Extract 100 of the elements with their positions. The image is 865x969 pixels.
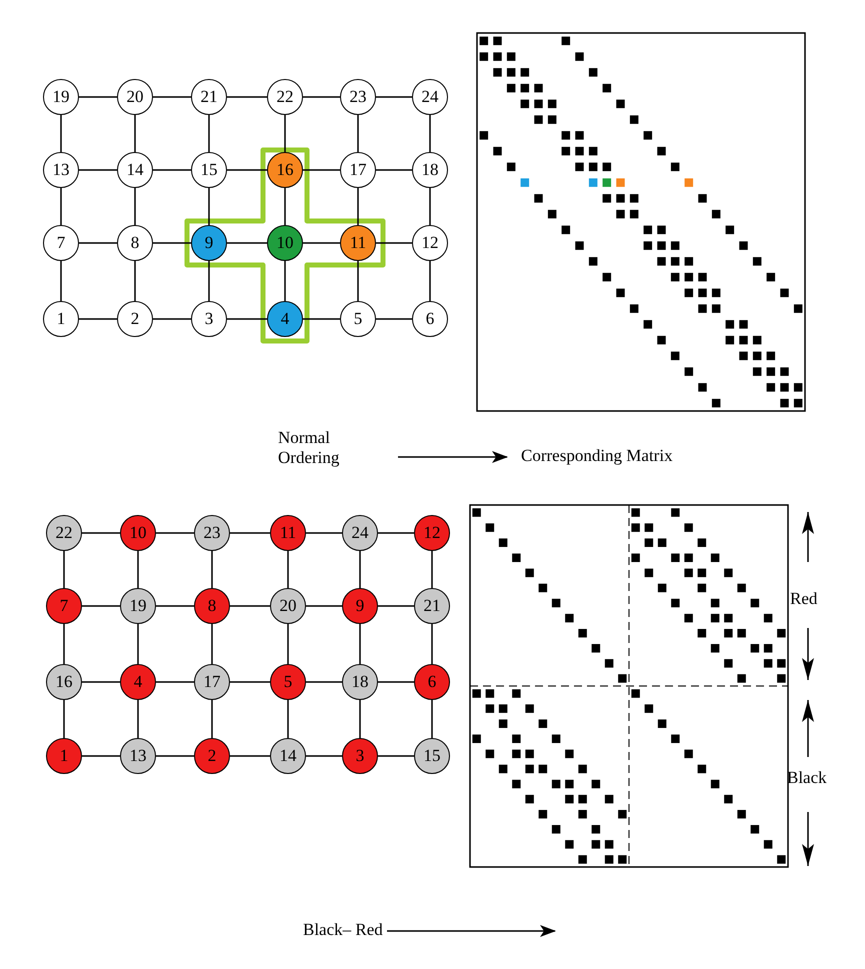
connector-line [303, 169, 340, 171]
connector-line [429, 261, 431, 301]
grid-node-circle: 19 [43, 79, 79, 115]
grid-node-circle: 23 [194, 515, 230, 551]
grid-node-circle: 7 [43, 225, 79, 261]
connector-line [431, 624, 433, 664]
connector-line [63, 624, 65, 664]
grid-node-circle: 7 [46, 588, 82, 624]
connector-line [303, 96, 340, 98]
connector-line [208, 115, 210, 152]
grid-node-circle: 9 [342, 588, 378, 624]
connector-line [156, 532, 194, 534]
grid-node-circle: 16 [267, 152, 303, 188]
connector-line [227, 169, 267, 171]
grid-node-circle: 13 [43, 152, 79, 188]
grid-node-circle: 6 [414, 664, 450, 700]
connector-line [82, 532, 120, 534]
connector-line [303, 242, 340, 244]
connector-line [429, 115, 431, 152]
connector-line [137, 700, 139, 738]
caption-text: Black– Red [303, 920, 387, 942]
connector-line [79, 169, 117, 171]
connector-line [79, 242, 117, 244]
connector-line [284, 261, 286, 301]
grid-node-circle: 10 [267, 225, 303, 261]
grid-node-circle: 13 [120, 738, 156, 774]
grid-node-circle: 6 [412, 301, 448, 337]
grid-node-circle: 12 [414, 515, 450, 551]
connector-line [153, 242, 191, 244]
connector-line [359, 700, 361, 738]
connector-line [134, 115, 136, 152]
connector-line [211, 624, 213, 664]
connector-line [60, 188, 62, 225]
connector-line [431, 551, 433, 588]
caption-text: Corresponding Matrix [521, 446, 751, 468]
connector-line [79, 318, 117, 320]
grid-node-circle: 5 [340, 301, 376, 337]
grid-node-circle: 10 [120, 515, 156, 551]
connector-line [306, 681, 342, 683]
connector-line [230, 681, 270, 683]
grid-node-circle: 8 [117, 225, 153, 261]
grid-node-circle: 21 [414, 588, 450, 624]
grid-node-circle: 2 [194, 738, 230, 774]
connector-line [431, 700, 433, 738]
grid-node-circle: 4 [120, 664, 156, 700]
arrow [387, 925, 556, 937]
connector-line [359, 551, 361, 588]
grid-node-circle: 18 [342, 664, 378, 700]
connector-line [287, 700, 289, 738]
grid-node-circle: 22 [46, 515, 82, 551]
connector-line [153, 318, 191, 320]
connector-line [230, 605, 270, 607]
grid-node-circle: 19 [120, 588, 156, 624]
connector-line [82, 755, 120, 757]
connector-line [63, 551, 65, 588]
grid-node-circle: 23 [340, 79, 376, 115]
grid-node-circle: 1 [46, 738, 82, 774]
connector-line [153, 169, 191, 171]
connector-line [137, 624, 139, 664]
connector-line [60, 115, 62, 152]
grid-node-circle: 4 [267, 301, 303, 337]
connector-line [227, 242, 267, 244]
connector-line [211, 551, 213, 588]
connector-line [63, 700, 65, 738]
grid-node-circle: 12 [412, 225, 448, 261]
connector-line [287, 551, 289, 588]
connector-line [376, 169, 412, 171]
connector-line [230, 532, 270, 534]
connector-line [208, 261, 210, 301]
grid-node-circle: 11 [270, 515, 306, 551]
grid-node-circle: 2 [117, 301, 153, 337]
connector-line [284, 115, 286, 152]
grid-node-circle: 5 [270, 664, 306, 700]
connector-line [156, 755, 194, 757]
grid-node-circle: 18 [412, 152, 448, 188]
connector-line [211, 700, 213, 738]
connector-line [306, 532, 342, 534]
connector-line [359, 624, 361, 664]
connector-line [60, 261, 62, 301]
caption-text: Normal Ordering [278, 428, 398, 470]
connector-line [378, 681, 414, 683]
grid-node-circle: 8 [194, 588, 230, 624]
grid-node-circle: 20 [117, 79, 153, 115]
connector-line [378, 532, 414, 534]
connector-line [306, 605, 342, 607]
connector-line [306, 755, 342, 757]
connector-line [134, 188, 136, 225]
connector-line [227, 96, 267, 98]
grid-node-circle: 11 [340, 225, 376, 261]
connector-line [429, 188, 431, 225]
connector-line [378, 755, 414, 757]
grid-node-circle: 3 [191, 301, 227, 337]
connector-line [357, 261, 359, 301]
connector-line [153, 96, 191, 98]
grid-node-circle: 9 [191, 225, 227, 261]
connector-line [82, 605, 120, 607]
connector-line [227, 318, 267, 320]
grid-node-circle: 17 [340, 152, 376, 188]
connector-line [79, 96, 117, 98]
connector-line [357, 188, 359, 225]
